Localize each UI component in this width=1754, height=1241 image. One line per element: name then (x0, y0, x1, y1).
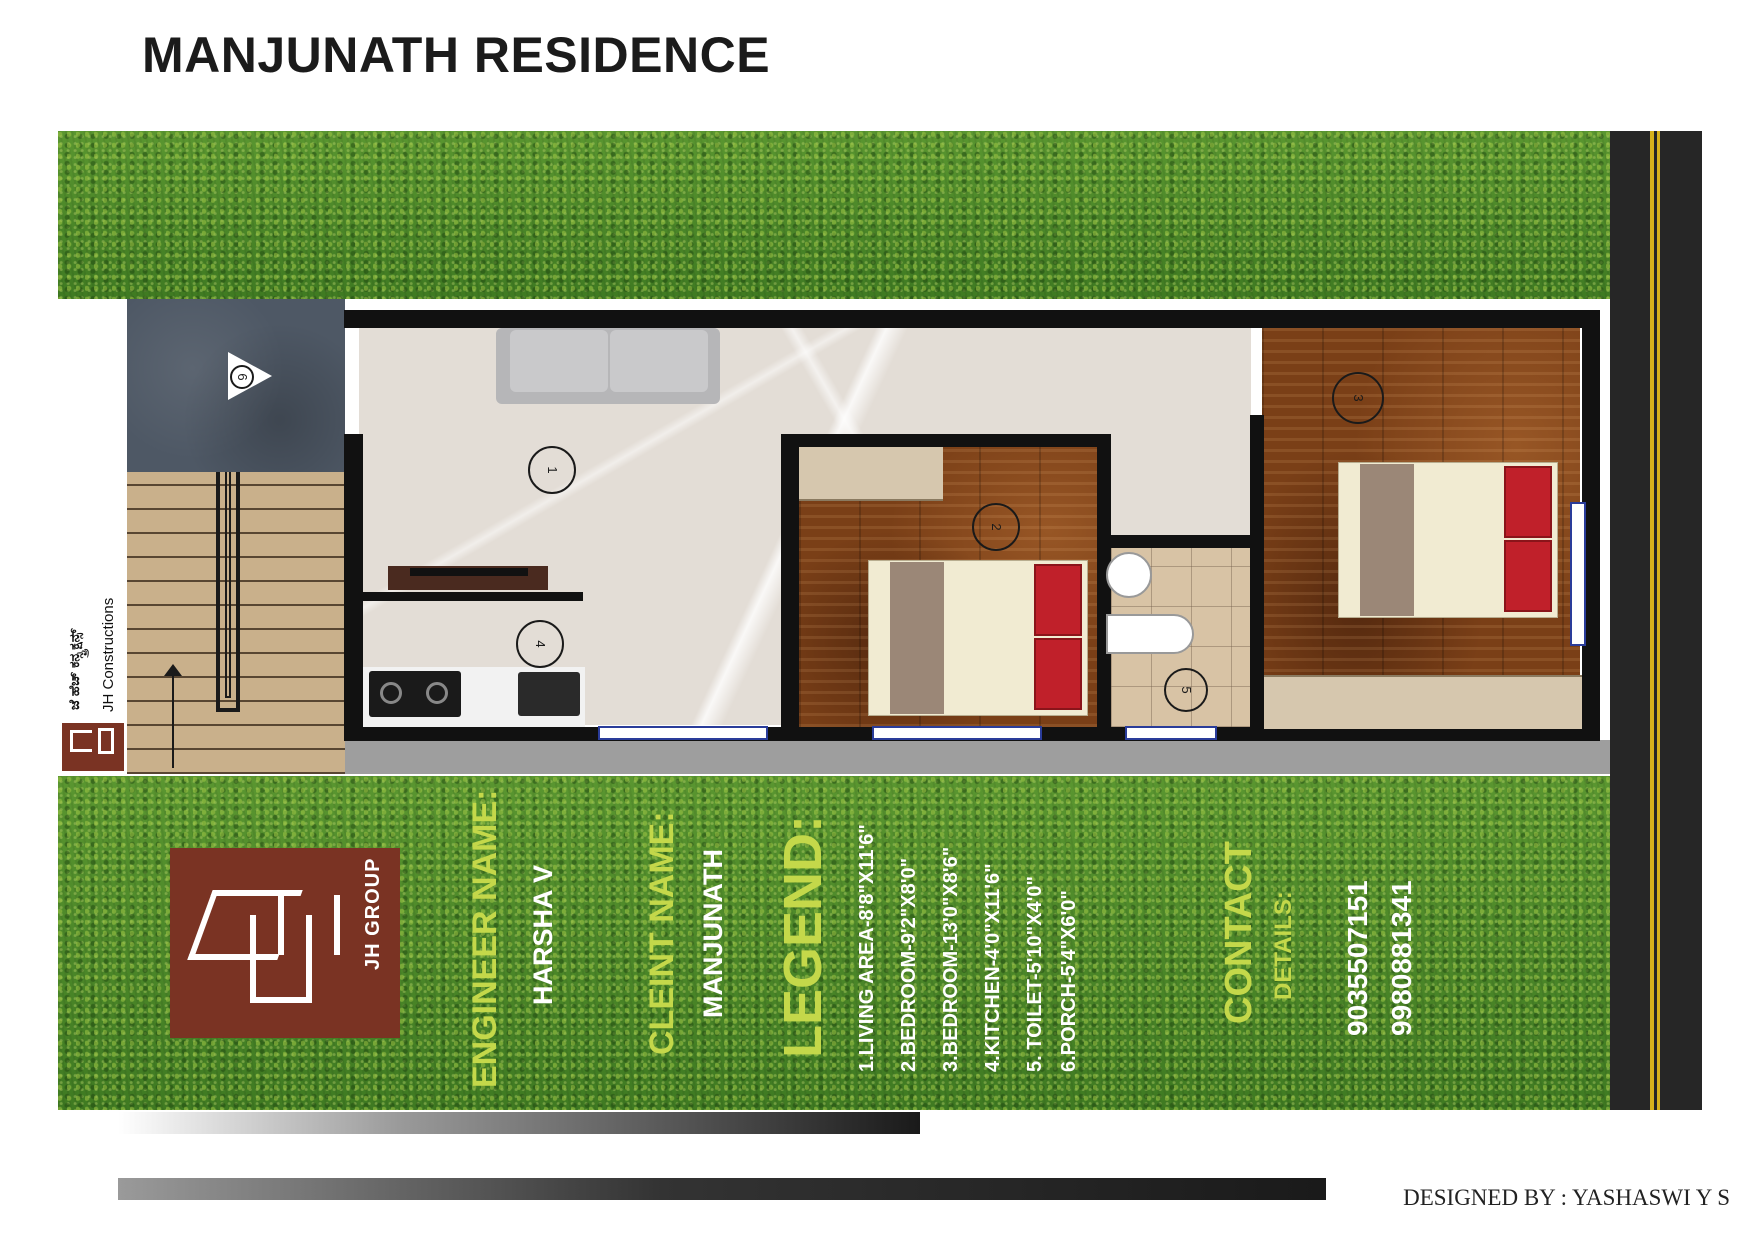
contact-label: CONTACT (1218, 841, 1260, 1024)
walkway (344, 740, 1610, 774)
contact-phone: 9980881341 (1386, 880, 1417, 1036)
room-number-4: 4 (516, 620, 564, 668)
contact-phone: 9035507151 (1342, 880, 1373, 1036)
room-number-1: 1 (528, 446, 576, 494)
jh-group-logo (170, 848, 400, 1038)
room-number-5: 5 (1164, 668, 1208, 712)
kitchen-sink (518, 672, 580, 716)
toilet-commode (1106, 614, 1194, 654)
stair-brand-english: JH Constructions (100, 597, 117, 712)
logo-j-icon (250, 915, 312, 1003)
contact-sublabel: DETAILS: (1270, 891, 1297, 1000)
grass-top (58, 131, 1610, 299)
legend-title: LEGEND: (773, 815, 833, 1058)
road-center-line (1650, 131, 1654, 1110)
wall (1582, 310, 1600, 741)
stair-handrail (216, 472, 240, 712)
wall (1111, 535, 1252, 548)
sofa-seat (510, 330, 608, 392)
client-label: CLEINT NAME: (643, 811, 681, 1055)
sofa-seat (610, 330, 708, 392)
legend-item: 1.LIVING AREA-8'8"X11'6" (856, 824, 878, 1072)
window (1125, 726, 1217, 740)
logo-h-icon (278, 895, 340, 955)
designed-by: DESIGNED BY : YASHASWI Y S (1403, 1185, 1730, 1210)
tv-screen (410, 568, 528, 576)
wall (1097, 434, 1111, 741)
wall (363, 592, 583, 601)
logo-text: JH GROUP (362, 857, 384, 970)
wardrobe (1264, 675, 1582, 729)
wall (344, 434, 363, 741)
stair-brand-kannada: ಜೆ ಹೆಚ್ ಕನ್ಸ್ಟ್ರಕ್ಷನ್ಸ್ (66, 628, 82, 710)
bed-pillow (1504, 466, 1552, 538)
staircase (127, 472, 345, 774)
road-center-line (1657, 131, 1660, 1110)
stair-arrow-head-icon (164, 664, 182, 676)
stove-burner-icon (380, 682, 402, 704)
grass-bottom (58, 776, 1610, 1110)
room-number-3: 3 (1332, 372, 1384, 424)
wash-basin (1106, 552, 1152, 598)
bed-blanket (1360, 464, 1414, 616)
stair-arrow-icon (172, 672, 174, 768)
page-title: MANJUNATH RESIDENCE (142, 27, 771, 83)
legend-item: 5. TOILET-5'10"X4'0" (1024, 876, 1046, 1072)
wall (781, 434, 799, 741)
wall (781, 434, 1111, 447)
stair-logo-mark2-icon (98, 728, 114, 754)
road (1610, 131, 1702, 1110)
gradient-bar (118, 1178, 1326, 1200)
stove-burner-icon (426, 682, 448, 704)
legend-item: 2.BEDROOM-9'2"X8'0" (898, 857, 920, 1072)
bed-pillow (1504, 540, 1552, 612)
engineer-label: ENGINEER NAME: (466, 789, 504, 1088)
stair-logo-mark-icon (70, 730, 92, 752)
wall (1250, 415, 1264, 741)
window (598, 726, 768, 740)
window (1570, 502, 1586, 646)
room-number-6: 6 (230, 365, 254, 389)
gradient-bar (118, 1112, 920, 1134)
wardrobe (799, 447, 943, 501)
wall (344, 310, 1600, 328)
window (872, 726, 1042, 740)
engineer-name: HARSHA V (528, 864, 558, 1005)
bed-blanket (890, 562, 944, 714)
bed-pillow (1034, 564, 1082, 636)
legend-item: 4.KITCHEN-4'0"X11'6" (982, 863, 1004, 1072)
room-number-2: 2 (972, 503, 1020, 551)
bed-pillow (1034, 638, 1082, 710)
legend-item: 6.PORCH-5'4"X6'0" (1058, 890, 1080, 1072)
stair-handrail-inner (225, 472, 231, 698)
legend-item: 3.BEDROOM-13'0"X8'6" (940, 846, 962, 1072)
client-name: MANJUNATH (698, 849, 728, 1018)
